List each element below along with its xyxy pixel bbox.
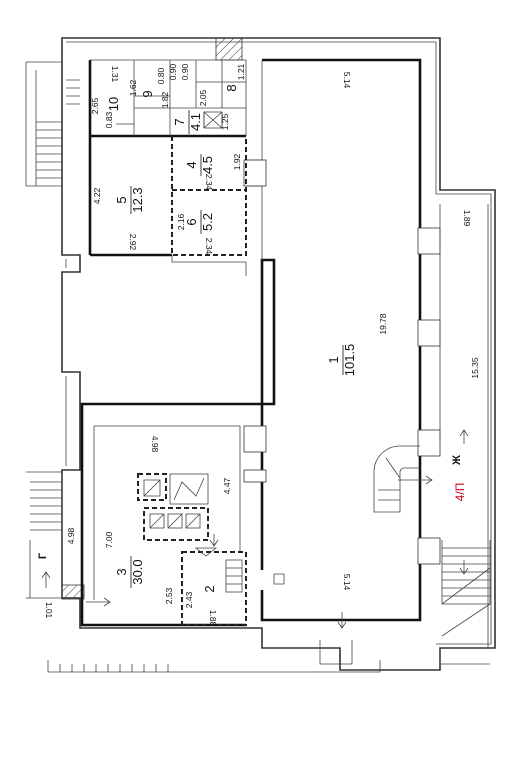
- stair-right: [441, 540, 491, 637]
- dim-292: 2.92: [128, 234, 138, 251]
- left-block: [88, 59, 247, 257]
- room-7-number: 7: [172, 118, 187, 125]
- stair-top-left: [25, 61, 80, 187]
- room-3-area: 30.0: [130, 559, 145, 584]
- dim-corridor-length: 15.35: [470, 357, 480, 379]
- room-3-equipment: [137, 473, 209, 541]
- corridor-lines: [171, 159, 262, 276]
- dim-243: 2.43: [184, 591, 194, 608]
- dim-234-a: 2.34: [204, 174, 214, 191]
- dim-234-b: 2.34: [204, 238, 214, 255]
- dim-room3-side: 4.47: [222, 477, 232, 494]
- room-5-number: 5: [114, 196, 129, 203]
- room-1-outline: [80, 58, 422, 627]
- dim-090-a: 0.90: [168, 63, 178, 80]
- dim-corridor-width: 1.89: [462, 210, 472, 227]
- dim-hall-length: 19.78: [378, 313, 388, 335]
- room-2-outline: [181, 551, 247, 626]
- room-3-number: 3: [114, 568, 129, 575]
- dim-101: 1.01: [44, 602, 54, 619]
- dim-182: 1.82: [160, 91, 170, 108]
- entry-arrows: [41, 429, 469, 629]
- letter-g: Г: [37, 552, 49, 559]
- dim-192: 1.92: [232, 153, 242, 170]
- room-1-area: 101.5: [342, 344, 357, 377]
- dim-121: 1.21: [236, 63, 246, 80]
- dim-080: 0.80: [156, 67, 166, 84]
- room-6-number: 6: [184, 218, 199, 225]
- dim-090-b: 0.90: [180, 63, 190, 80]
- dim-265: 2.65: [90, 97, 100, 114]
- dim-253: 2.53: [164, 587, 174, 604]
- room-6-area: 5.2: [200, 213, 215, 231]
- dim-205: 2.05: [198, 89, 208, 106]
- room-5-area: 12.3: [130, 187, 145, 212]
- dim-083: 0.83: [104, 111, 114, 128]
- room-3-inner: [93, 425, 241, 600]
- room-2-fixtures: [194, 547, 243, 593]
- section-label: 4/П: [453, 483, 467, 502]
- wall-column: [215, 37, 243, 61]
- dim-422: 4.22: [92, 187, 102, 204]
- dim-188: 1.88: [208, 610, 218, 627]
- dim-131: 1.31: [110, 66, 120, 83]
- bottom-niche: [319, 640, 353, 665]
- small-box: [273, 573, 285, 585]
- room-8-number: 8: [224, 84, 239, 91]
- dim-216: 2.16: [176, 213, 186, 230]
- outer-walls: [61, 37, 496, 671]
- dim-room3-length: 7.00: [104, 531, 114, 548]
- letter-zh: Ж: [451, 455, 463, 466]
- room-1-spiral-stair: [373, 445, 420, 513]
- dim-bottom-width: 5.14: [342, 574, 352, 591]
- room-9-number: 9: [140, 90, 155, 97]
- room-2-number: 2: [202, 585, 217, 592]
- bottom-right-lines: [439, 648, 490, 665]
- room-4-area: 4.5: [200, 156, 215, 174]
- dim-room3-width: 4.98: [150, 436, 160, 453]
- room-10-number: 10: [106, 97, 121, 111]
- dim-stair-g: 4.98: [66, 527, 76, 544]
- right-corridor-lines: [439, 204, 489, 648]
- room-4-number: 4: [184, 161, 199, 168]
- dim-top-width: 5.14: [342, 72, 352, 89]
- dim-125: 1.25: [220, 113, 230, 130]
- stair-bottom: [47, 660, 381, 673]
- stair-bottom-left: [26, 471, 63, 599]
- dim-162: 1.62: [128, 79, 138, 96]
- room-1-number: 1: [326, 356, 341, 363]
- room-1-windows: [243, 159, 441, 565]
- room-7-area: 4.1: [188, 113, 203, 131]
